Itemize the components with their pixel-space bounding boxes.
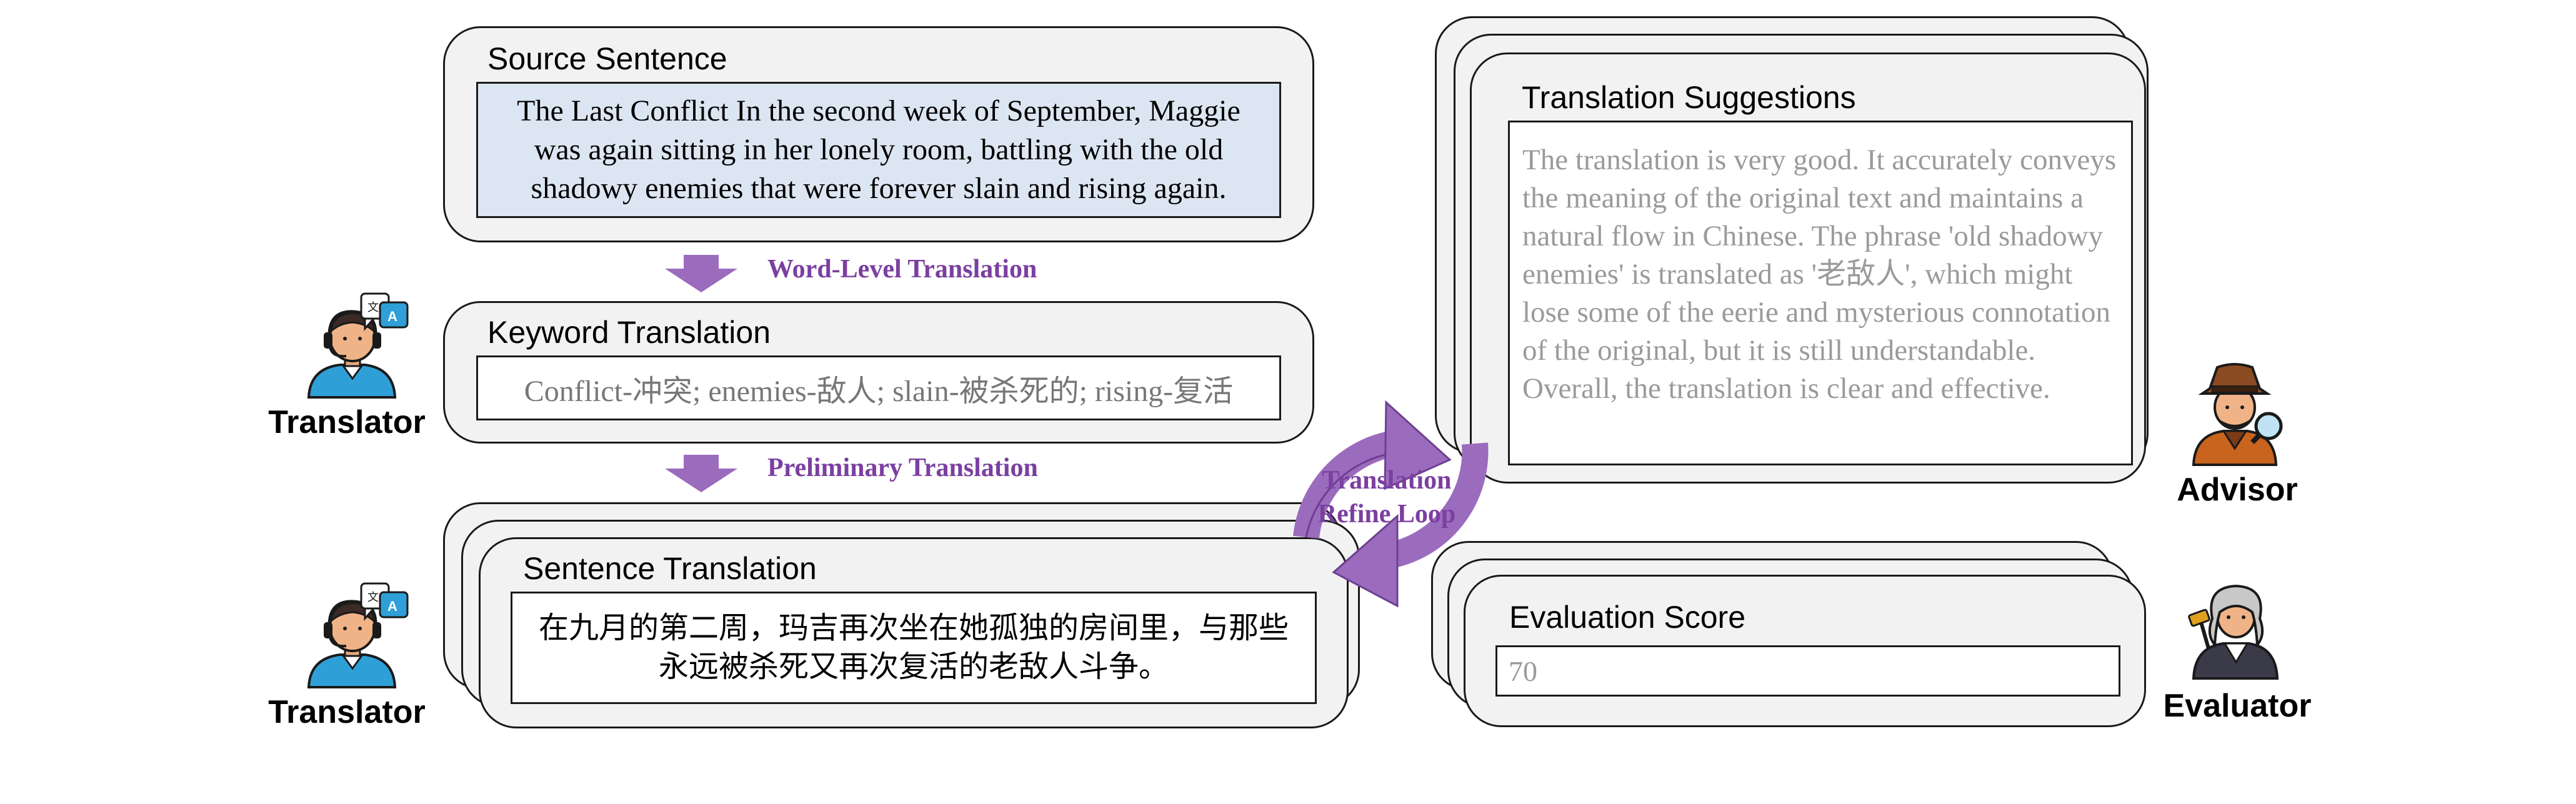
translator-label-1: Translator (268, 404, 426, 440)
refine-loop-label: Translation Refine Loop (1309, 464, 1465, 531)
down-arrow-icon (665, 455, 737, 492)
source-sentence-box: The Last Conflict In the second week of … (476, 82, 1281, 218)
evaluation-score-box: 70 (1495, 645, 2120, 697)
source-sentence-text: The Last Conflict In the second week of … (517, 94, 1241, 205)
translation-suggestions-box: The translation is very good. It accurat… (1508, 121, 2133, 465)
svg-text:文: 文 (367, 591, 379, 604)
translate-bubble-icon: 文 A (360, 582, 409, 621)
svg-text:文: 文 (367, 301, 379, 314)
word-level-translation-label: Word-Level Translation (767, 255, 1037, 284)
judge-gavel-icon (2188, 584, 2279, 680)
svg-text:A: A (387, 309, 397, 324)
refine-loop-label-line1: Translation (1322, 466, 1452, 495)
translation-suggestions-title: Translation Suggestions (1522, 80, 1856, 115)
translate-bubble-icon: 文 A (360, 292, 409, 331)
keyword-translation-card: Keyword Translation Conflict-冲突; enemies… (443, 301, 1314, 444)
advisor-label: Advisor (2177, 472, 2298, 508)
translation-suggestions-text: The translation is very good. It accurat… (1522, 144, 2117, 405)
preliminary-translation-label: Preliminary Translation (767, 454, 1038, 482)
translation-suggestions-card: Translation Suggestions The translation … (1470, 52, 2146, 484)
source-sentence-card: Source Sentence The Last Conflict In the… (443, 26, 1314, 242)
keyword-translation-text: Conflict-冲突; enemies-敌人; slain-被杀死的; ris… (524, 375, 1234, 408)
evaluation-score-title: Evaluation Score (1509, 600, 1746, 635)
sentence-translation-box: 在九月的第二周，玛吉再次坐在她孤独的房间里，与那些永远被杀死又再次复活的老敌人斗… (511, 592, 1317, 704)
translator-label-2: Translator (268, 694, 426, 730)
sentence-translation-title: Sentence Translation (523, 551, 817, 586)
evaluation-score-value: 70 (1509, 655, 1537, 687)
keyword-translation-title: Keyword Translation (487, 315, 771, 350)
detective-magnifier-icon (2192, 363, 2283, 466)
source-sentence-title: Source Sentence (487, 41, 727, 76)
refresh-cycle-icon (1293, 400, 1489, 608)
refine-loop-label-line2: Refine Loop (1317, 500, 1456, 529)
svg-text:A: A (387, 598, 397, 614)
sentence-translation-text: 在九月的第二周，玛吉再次坐在她孤独的房间里，与那些永远被杀死又再次复活的老敌人斗… (538, 612, 1289, 683)
sentence-translation-card: Sentence Translation 在九月的第二周，玛吉再次坐在她孤独的房… (479, 537, 1349, 728)
keyword-translation-box: Conflict-冲突; enemies-敌人; slain-被杀死的; ris… (476, 355, 1281, 420)
evaluation-score-card: Evaluation Score 70 (1464, 575, 2146, 727)
down-arrow-icon (665, 255, 737, 292)
evaluator-label: Evaluator (2163, 688, 2312, 724)
